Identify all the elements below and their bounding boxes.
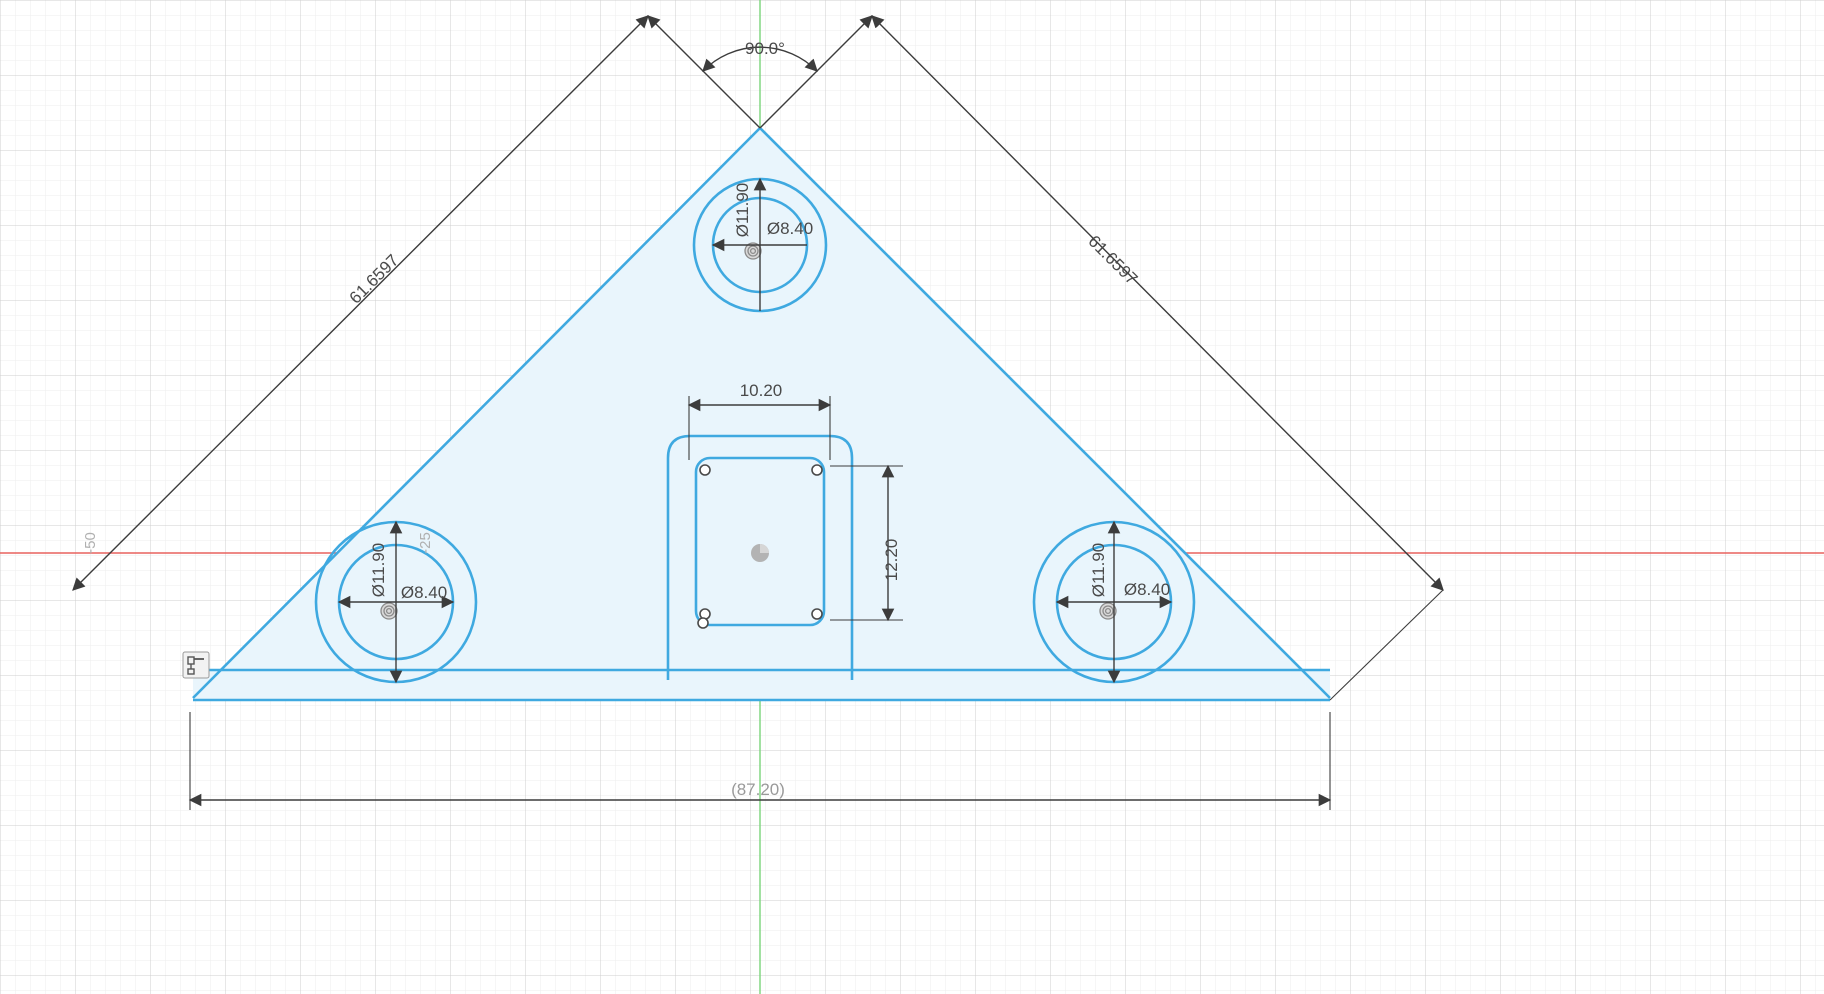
dim-label-top-hole-inner-dia[interactable]: Ø8.40 xyxy=(767,219,813,238)
dim-label-top-hole-outer-dia[interactable]: Ø11.90 xyxy=(733,183,752,238)
dim-label-angle-apex[interactable]: 90.0° xyxy=(745,39,785,58)
center-slot-corner-points[interactable] xyxy=(697,464,823,629)
top-hole-center-marker xyxy=(744,242,762,260)
grid-axis-labels: -50 -25 xyxy=(82,532,434,554)
angle-ext-line-left xyxy=(647,15,761,129)
right-hyp-ext-line xyxy=(1329,589,1444,701)
dim-label-left-hole-inner-dia[interactable]: Ø8.40 xyxy=(401,583,447,602)
grid-label-minus-50: -50 xyxy=(82,532,99,554)
slot-point-top-left[interactable] xyxy=(699,464,711,476)
center-slot-outer-outline[interactable] xyxy=(666,434,854,680)
right-hyp-dim-line xyxy=(871,15,1444,591)
center-slot-inner-outline[interactable] xyxy=(694,456,826,627)
fix-anchor-icon[interactable] xyxy=(182,651,210,679)
slot-point-top-right[interactable] xyxy=(811,464,823,476)
slot-point-bottom-extra[interactable] xyxy=(697,617,709,629)
dim-label-left-hole-outer-dia[interactable]: Ø11.90 xyxy=(369,543,388,598)
dim-label-slot-width[interactable]: 10.20 xyxy=(740,381,783,400)
slot-point-bottom-right[interactable] xyxy=(811,608,823,620)
dim-label-right-hole-inner-dia[interactable]: Ø8.40 xyxy=(1124,580,1170,599)
angle-ext-line-right xyxy=(759,15,873,129)
origin-marker[interactable] xyxy=(751,544,769,562)
left-hole-center-marker xyxy=(380,602,398,620)
dim-label-overall-width[interactable]: (87.20) xyxy=(731,780,785,799)
angle-arc xyxy=(702,46,818,72)
dimension-annotations[interactable] xyxy=(72,15,1444,810)
dim-label-right-hole-outer-dia[interactable]: Ø11.90 xyxy=(1089,543,1108,598)
left-hyp-dim-line xyxy=(72,15,649,591)
grid-label-minus-25: -25 xyxy=(417,532,434,554)
dim-label-slot-height[interactable]: 12.20 xyxy=(882,539,901,582)
